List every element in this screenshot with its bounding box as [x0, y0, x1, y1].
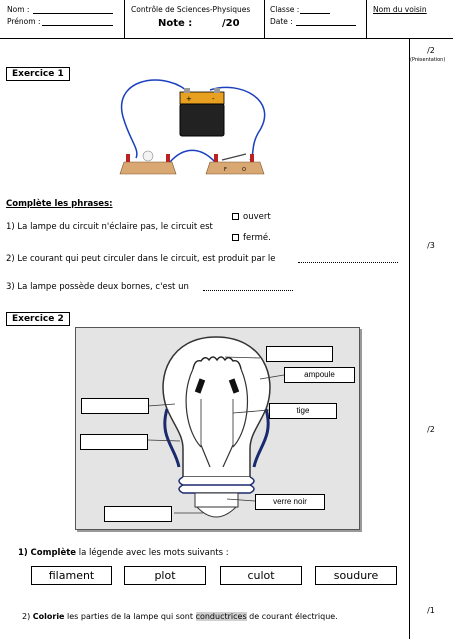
exercise2-q1: 1) Complète la légende avec les mots sui… — [18, 548, 229, 558]
label-box-tige: tige — [269, 403, 337, 419]
classe-field[interactable] — [300, 13, 330, 14]
margin-divider — [409, 38, 410, 639]
note-total: /20 — [222, 18, 240, 29]
label-box-ampoule: ampoule — [284, 367, 355, 383]
option-ferme[interactable]: fermé. — [232, 233, 271, 243]
word-filament: filament — [31, 566, 112, 585]
exercise1-title: Exercice 1 — [6, 67, 70, 81]
battery-plus-label: + — [186, 95, 192, 103]
prenom-label: Prénom : — [7, 17, 41, 26]
prenom-field[interactable] — [42, 25, 113, 26]
option-ouvert[interactable]: ouvert — [232, 212, 271, 222]
answer-field-q2[interactable] — [298, 262, 398, 263]
lamp-board — [119, 150, 177, 175]
controle-title: Contrôle de Sciences-Physiques — [131, 5, 251, 14]
note-label: Note : — [158, 18, 193, 29]
option-ferme-label: fermé. — [243, 233, 271, 243]
word-plot: plot — [124, 566, 206, 585]
q2-number: 2) — [22, 612, 31, 621]
terminal-f-label: F — [224, 167, 227, 173]
q2-bold-verb: Colorie — [32, 612, 65, 621]
label-box-verre-noir: verre noir — [255, 494, 325, 510]
q1-bold-verb: Complète — [30, 548, 77, 558]
classe-label: Classe : — [270, 5, 300, 14]
circuit-illustration: + - F O — [119, 79, 266, 175]
label-box-blank-1[interactable] — [266, 346, 333, 362]
q2-end: de courant électrique. — [249, 612, 338, 621]
exercise2-q2: 2) Colorie les parties de la lampe qui s… — [22, 612, 338, 621]
label-box-blank-3[interactable] — [80, 434, 148, 450]
terminal-o-label: O — [242, 167, 246, 173]
word-culot: culot — [220, 566, 302, 585]
option-ouvert-label: ouvert — [243, 212, 271, 222]
checkbox-ouvert[interactable] — [232, 213, 239, 220]
switch-board — [205, 153, 265, 175]
date-label: Date : — [270, 17, 293, 26]
q1-rest: la légende avec les mots suivants : — [78, 548, 229, 558]
q1-number: 1) — [18, 548, 28, 558]
label-box-blank-4[interactable] — [104, 506, 172, 522]
word-soudure: soudure — [315, 566, 397, 585]
score-ex1: /3 — [427, 241, 435, 250]
battery-minus-label: - — [212, 95, 215, 103]
exercise1-instructions: Complète les phrases: — [6, 199, 113, 209]
score-ex2: /2 — [427, 425, 435, 434]
checkbox-ferme[interactable] — [232, 234, 239, 241]
q2-middle: les parties de la lampe qui sont — [67, 612, 194, 621]
score-presentation-label: (Présentation) — [410, 57, 446, 63]
voisin-label: Nom du voisin — [373, 5, 427, 14]
nom-field[interactable] — [33, 13, 113, 14]
answer-field-q3[interactable] — [203, 290, 293, 291]
score-presentation: /2 — [427, 46, 435, 55]
nom-label: Nom : — [7, 5, 30, 14]
lamp-diagram — [147, 336, 285, 518]
exercise1-q2: 2) Le courant qui peut circuler dans le … — [6, 254, 276, 264]
exercise2-title: Exercice 2 — [6, 312, 70, 326]
q2-highlight: conductrices — [195, 612, 247, 621]
label-box-blank-2[interactable] — [81, 398, 149, 414]
score-ex2-q2: /1 — [427, 606, 435, 615]
date-field[interactable] — [296, 25, 356, 26]
battery-icon — [179, 88, 225, 137]
exercise1-q3: 3) La lampe possède deux bornes, c'est u… — [6, 282, 189, 292]
exercise1-q1: 1) La lampe du circuit n'éclaire pas, le… — [6, 222, 213, 232]
